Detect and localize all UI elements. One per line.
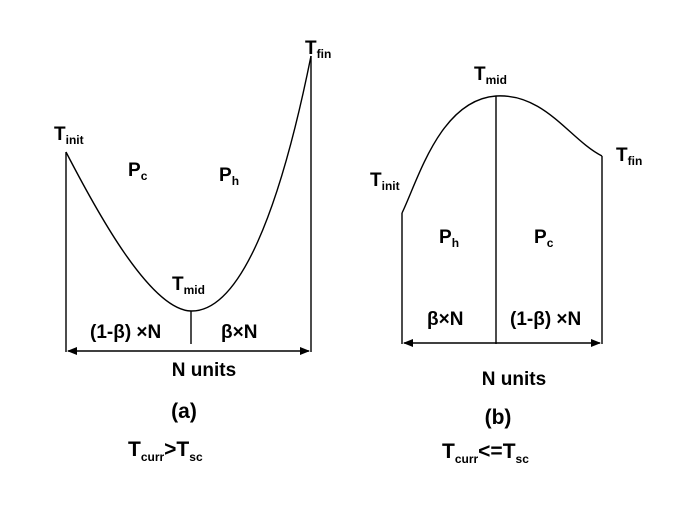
condition-label: Tcurr<=Tsc (442, 440, 529, 466)
t-fin-label: Tfin (305, 38, 331, 61)
n-units-label: N units (482, 369, 546, 390)
p-h-label: Ph (439, 227, 459, 250)
t-init-label: Tinit (54, 124, 84, 147)
t-init-label: Tinit (370, 170, 400, 193)
p-h-label: Ph (219, 165, 239, 188)
p-c-label: Pc (128, 160, 148, 183)
temperature-curve (65, 55, 312, 312)
n-units-label: N units (172, 360, 236, 381)
panel-b: Tinit Tmid Tfin Ph Pc β×N (1-β) ×N N uni… (370, 64, 642, 466)
t-mid-label: Tmid (474, 64, 507, 87)
left-span-label: (1-β) ×N (90, 322, 161, 343)
panel-caption: (a) (171, 400, 197, 423)
p-c-label: Pc (534, 227, 554, 250)
right-span-label: (1-β) ×N (510, 309, 581, 330)
right-span-label: β×N (221, 322, 257, 343)
t-mid-label: Tmid (172, 274, 205, 297)
temperature-curve (401, 95, 603, 214)
left-span-label: β×N (427, 309, 463, 330)
panel-a: Tinit Tmid Tfin Pc Ph (1-β) ×N β×N N uni… (54, 38, 331, 464)
t-fin-label: Tfin (616, 145, 642, 168)
condition-label: Tcurr>Tsc (128, 438, 203, 464)
panel-caption: (b) (485, 406, 512, 429)
